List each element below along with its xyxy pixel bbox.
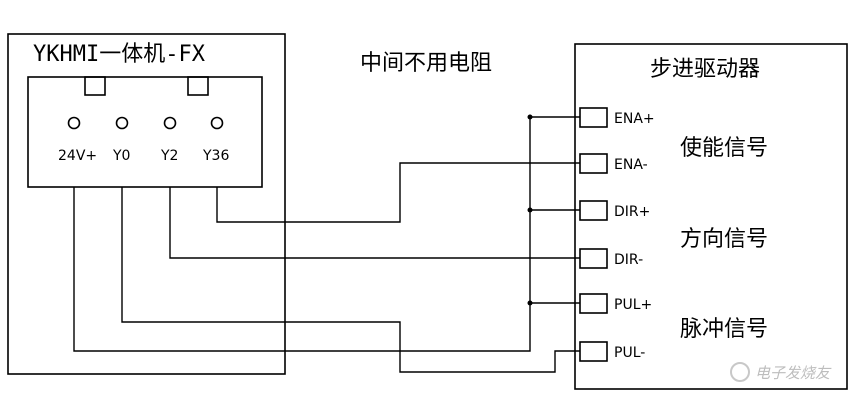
pin-box-ena-plus bbox=[579, 107, 608, 128]
signal-label-enable: 使能信号 bbox=[680, 136, 768, 161]
junction-dot-dir bbox=[527, 207, 533, 213]
pin-label-dir-minus: DIR- bbox=[614, 252, 643, 268]
junction-dot-pul bbox=[527, 300, 533, 306]
driver-title: 步进驱动器 bbox=[650, 57, 760, 82]
terminal-label-24v: 24V+ bbox=[58, 148, 97, 164]
pin-label-ena-minus: ENA- bbox=[614, 157, 648, 173]
pin-label-pul-minus: PUL- bbox=[614, 345, 645, 361]
terminal-tab-left bbox=[84, 76, 106, 96]
terminal-label-y0: Y0 bbox=[112, 148, 130, 164]
terminal-tab-right bbox=[187, 76, 209, 96]
pin-label-dir-plus: DIR+ bbox=[614, 204, 650, 220]
pin-label-ena-plus: ENA+ bbox=[614, 111, 655, 127]
pin-label-pul-plus: PUL+ bbox=[614, 297, 652, 313]
controller-title: YKHMI一体机-FX bbox=[33, 42, 206, 67]
terminal-block bbox=[27, 76, 263, 188]
pin-box-dir-minus bbox=[579, 248, 608, 269]
terminal-hole-y0 bbox=[115, 116, 129, 130]
wire-y2-to-dir-minus bbox=[169, 187, 580, 259]
pin-box-pul-plus bbox=[579, 293, 608, 314]
wire-y0-to-pul-minus bbox=[121, 187, 580, 373]
wire-y36-to-ena-minus bbox=[216, 162, 580, 223]
pin-box-pul-minus bbox=[579, 341, 608, 362]
terminal-hole-24v bbox=[67, 116, 81, 130]
junction-dot-ena bbox=[527, 114, 533, 120]
wire-24v-common-bus bbox=[73, 116, 580, 352]
terminal-label-y2: Y2 bbox=[160, 148, 178, 164]
terminal-hole-y2 bbox=[163, 116, 177, 130]
terminal-label-y36: Y36 bbox=[202, 148, 229, 164]
watermark-logo-icon bbox=[730, 362, 750, 382]
terminal-hole-y36 bbox=[210, 116, 224, 130]
pin-box-dir-plus bbox=[579, 200, 608, 221]
note-no-resistor: 中间不用电阻 bbox=[360, 51, 492, 76]
driver-box bbox=[574, 43, 848, 390]
controller-box bbox=[7, 33, 286, 375]
watermark: 电子发烧友 bbox=[730, 362, 832, 382]
pin-box-ena-minus bbox=[579, 153, 608, 174]
signal-label-pulse: 脉冲信号 bbox=[680, 317, 768, 342]
watermark-text: 电子发烧友 bbox=[755, 364, 832, 382]
signal-label-direction: 方向信号 bbox=[680, 227, 768, 252]
